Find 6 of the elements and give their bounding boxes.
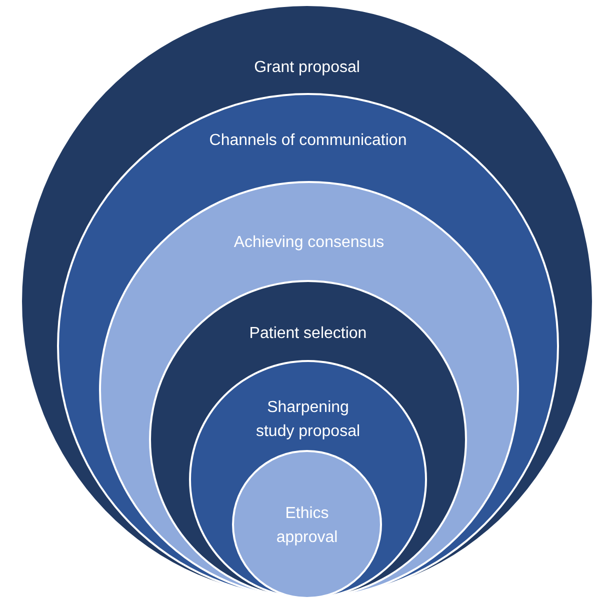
- circle-label: Patient selection: [248, 324, 368, 344]
- circle-label: Ethics approval: [275, 504, 339, 548]
- circle-label: Channels of communication: [208, 131, 408, 151]
- circle-label: Grant proposal: [253, 58, 361, 78]
- circle-label: Sharpening study proposal: [254, 398, 362, 442]
- circle-label: Achieving consensus: [232, 233, 386, 253]
